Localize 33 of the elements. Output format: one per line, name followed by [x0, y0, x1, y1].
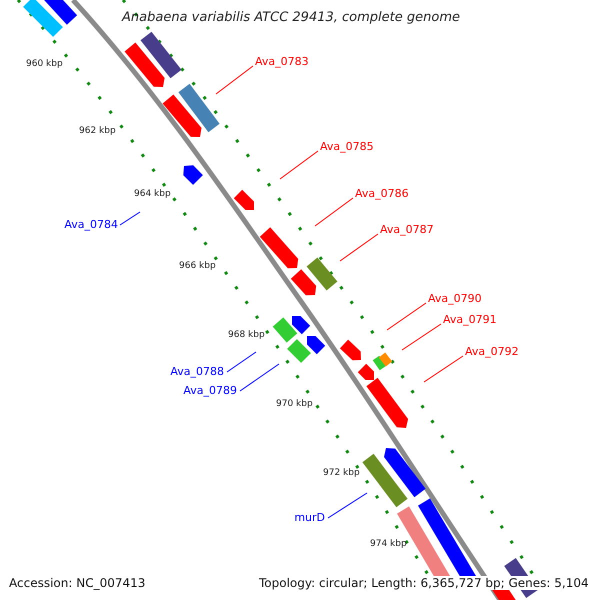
gene-label: murD: [294, 512, 325, 523]
scale-label: 964 kbp: [134, 190, 171, 199]
gene-label: Ava_0783: [255, 56, 309, 67]
footer-text: Topology: circular; Length: 6,365,727 bp; Genes: 5,104: [259, 576, 589, 590]
leader-line: [226, 352, 256, 372]
scale-label: 962 kbp: [79, 127, 116, 136]
gene-label: Ava_0789: [183, 385, 237, 396]
gene-label: Ava_0785: [320, 141, 374, 152]
footer-text: Accession: NC_007413: [9, 576, 146, 590]
scale-label: 960 kbp: [26, 60, 63, 69]
scale-label: 972 kbp: [323, 469, 360, 478]
leader-line: [120, 212, 140, 226]
leader-line: [328, 492, 368, 518]
scale-label: 966 kbp: [179, 262, 216, 271]
gene-label: Ava_0784: [64, 219, 118, 230]
gene-label: Ava_0790: [428, 293, 482, 304]
leader-line: [314, 198, 354, 226]
scale-label: 968 kbp: [228, 331, 265, 340]
leader-line: [240, 364, 280, 392]
leader-line: [216, 66, 254, 94]
scale-label: 974 kbp: [370, 540, 407, 549]
gene-label: Ava_0791: [443, 314, 497, 325]
scale-label: 970 kbp: [276, 400, 313, 409]
leader-line: [280, 150, 318, 180]
gene-label: Ava_0786: [355, 188, 409, 199]
gene-label: Ava_0787: [380, 224, 434, 235]
leader-line: [340, 234, 378, 262]
leader-line: [386, 302, 426, 330]
gene-label: Ava_0792: [465, 346, 519, 357]
diagram-title: Anabaena variabilis ATCC 29413, complete genome: [122, 11, 460, 24]
leader-line: [402, 324, 442, 350]
leader-line: [424, 356, 464, 382]
gene-label: Ava_0788: [170, 366, 224, 377]
